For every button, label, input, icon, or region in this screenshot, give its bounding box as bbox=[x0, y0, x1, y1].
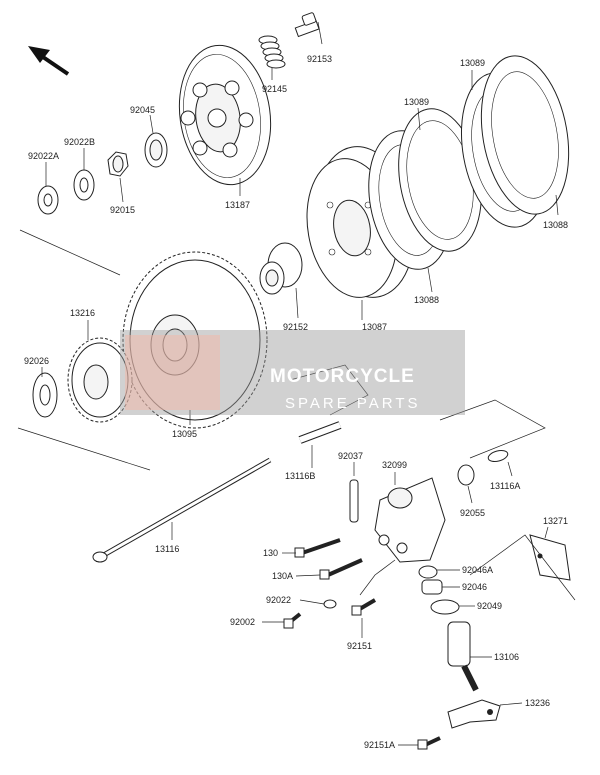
shaft-13106 bbox=[447, 621, 492, 692]
bolt-92002 bbox=[283, 612, 302, 629]
bolt-130A bbox=[319, 558, 363, 580]
part-label-92026: 92026 bbox=[24, 356, 49, 366]
lever-13236 bbox=[447, 699, 523, 729]
seal-92046A bbox=[418, 565, 460, 579]
part-label-92022: 92022 bbox=[266, 595, 291, 605]
part-label-13116: 13116 bbox=[155, 544, 179, 554]
watermark-title: MOTORCYCLE bbox=[270, 366, 415, 387]
part-label-13095: 13095 bbox=[172, 429, 197, 439]
part-label-92145: 92145 bbox=[262, 84, 287, 94]
part-label-92046: 92046 bbox=[462, 582, 487, 592]
part-label-92151: 92151 bbox=[347, 641, 372, 651]
part-label-13087: 13087 bbox=[362, 322, 387, 332]
part-label-92049: 92049 bbox=[477, 601, 502, 611]
watermark: MOTORCYCLE SPARE PARTS bbox=[120, 330, 465, 415]
bolt-92151 bbox=[351, 598, 377, 638]
part-label-92153: 92153 bbox=[307, 54, 332, 64]
washer-92022 bbox=[323, 599, 337, 609]
part-label-13116B: 13116B bbox=[285, 471, 315, 481]
watermark-subtitle: SPARE PARTS bbox=[285, 395, 421, 412]
washer-92022B bbox=[73, 148, 95, 201]
nut-92015 bbox=[107, 151, 129, 203]
part-label-130: 130 bbox=[263, 548, 278, 558]
bolt-92151A bbox=[417, 736, 441, 750]
pressure-plate-13187 bbox=[178, 44, 272, 196]
part-label-92151A: 92151A bbox=[364, 740, 395, 750]
part-label-92045: 92045 bbox=[130, 105, 155, 115]
spring-92145 bbox=[258, 35, 286, 80]
part-label-13089-b: 13089 bbox=[460, 58, 485, 68]
bolt-130 bbox=[294, 538, 341, 558]
part-label-13187: 13187 bbox=[225, 200, 250, 210]
bracket-13271 bbox=[529, 526, 571, 581]
ring-92049 bbox=[430, 599, 475, 615]
plate-92037 bbox=[349, 462, 359, 523]
part-label-13216: 13216 bbox=[70, 308, 95, 318]
part-label-13089-a: 13089 bbox=[404, 97, 429, 107]
part-label-92152: 92152 bbox=[283, 322, 308, 332]
part-label-13236: 13236 bbox=[525, 698, 550, 708]
pin-13116A bbox=[487, 450, 513, 477]
washer-92026 bbox=[32, 367, 58, 418]
collar-92152 bbox=[259, 242, 303, 319]
rod-13116B bbox=[298, 421, 342, 468]
part-label-92022B: 92022B bbox=[64, 137, 95, 147]
bushing-92046 bbox=[421, 579, 460, 595]
part-label-13106: 13106 bbox=[494, 652, 519, 662]
bolt-92153 bbox=[294, 12, 323, 45]
part-label-92046A: 92046A bbox=[462, 565, 493, 575]
part-label-13088-a: 13088 bbox=[414, 295, 439, 305]
part-label-92022A: 92022A bbox=[28, 151, 59, 161]
bearing-92045 bbox=[144, 114, 168, 168]
push-rod-13116 bbox=[92, 457, 272, 563]
arrow-up-left-icon bbox=[28, 46, 70, 76]
part-label-92015: 92015 bbox=[110, 205, 135, 215]
clutch-plate-13088-b bbox=[480, 55, 570, 216]
part-label-13116A: 13116A bbox=[490, 481, 520, 491]
part-label-92037: 92037 bbox=[338, 451, 363, 461]
part-label-92055: 92055 bbox=[460, 508, 485, 518]
part-label-92002: 92002 bbox=[230, 617, 255, 627]
part-label-13271: 13271 bbox=[543, 516, 568, 526]
part-label-32099: 32099 bbox=[382, 460, 407, 470]
part-label-130A: 130A bbox=[272, 571, 293, 581]
release-housing-32099 bbox=[374, 472, 446, 563]
gear-13216 bbox=[67, 320, 133, 423]
o-ring-92055 bbox=[457, 464, 475, 504]
part-label-13088-b: 13088 bbox=[543, 220, 568, 230]
washer-92022A bbox=[37, 162, 59, 215]
